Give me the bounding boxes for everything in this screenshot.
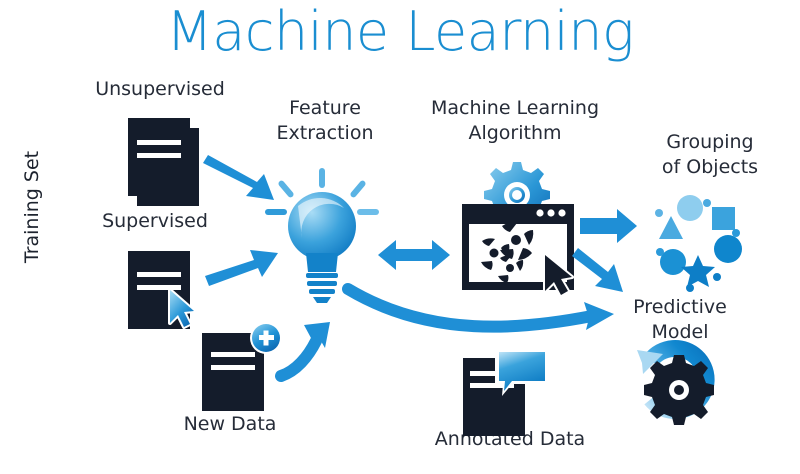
cursor-icon <box>543 253 574 297</box>
speech-bubble-icon <box>495 348 549 396</box>
new-data-label: New Data <box>183 413 277 435</box>
circular-arrow-gear-icon <box>637 340 715 425</box>
stacked-documents-icon <box>128 118 199 206</box>
document-with-plus-icon <box>202 322 282 411</box>
arrow-supervised-to-lightbulb <box>205 250 278 286</box>
unsupervised-label: Unsupervised <box>95 78 225 100</box>
arrow-algorithm-to-predictive <box>572 248 623 292</box>
browser-window-with-gear-icon <box>462 162 574 297</box>
predictive-model-label-line2: Model <box>651 321 709 343</box>
grouping-label-line1: Grouping <box>666 131 754 153</box>
clustered-shapes-icon <box>655 195 742 292</box>
arrow-newdata-to-lightbulb <box>275 322 330 382</box>
arrow-unsupervised-to-lightbulb <box>203 155 274 200</box>
arrow-lightbulb-to-algorithm <box>378 240 450 270</box>
arrow-algorithm-to-grouping <box>580 209 637 243</box>
ml-algorithm-label-line2: Algorithm <box>468 122 562 144</box>
predictive-model-label-line1: Predictive <box>633 296 727 318</box>
document-with-speech-bubble-icon <box>463 348 549 436</box>
ml-algorithm-label-line1: Machine Learning <box>430 97 600 119</box>
gear-icon <box>644 355 714 425</box>
feature-extraction-label-line1: Feature <box>289 97 361 119</box>
grouping-label-line2: of Objects <box>661 156 759 178</box>
feature-extraction-label-line2: Extraction <box>276 122 374 144</box>
supervised-label: Supervised <box>102 210 208 232</box>
page-title: Machine Learning <box>166 0 634 63</box>
lightbulb-icon <box>265 168 379 303</box>
cursor-icon <box>168 288 196 329</box>
arrow-lightbulb-to-predictive <box>342 283 614 333</box>
document-with-cursor-icon <box>128 251 196 329</box>
plus-badge-icon <box>250 322 282 354</box>
cluster-shapes <box>481 222 534 283</box>
